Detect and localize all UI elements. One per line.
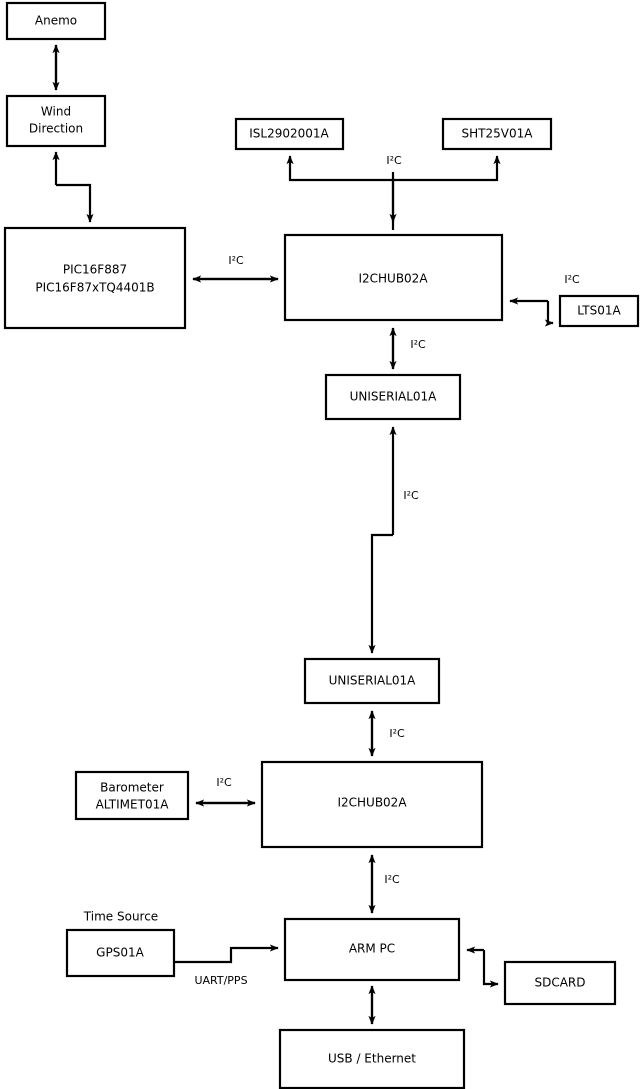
node-uniserial01a-bottom-label: UNISERIAL01A: [329, 674, 417, 688]
node-barometer-label-line1: Barometer: [100, 781, 164, 795]
edge-label-i2c-pic-hub: I²C: [228, 254, 244, 267]
node-isl2902001a[interactable]: ISL2902001A: [234, 117, 345, 151]
node-wind-direction-label-line2: Direction: [29, 122, 83, 136]
edge-label-uart-pps-gps-armpc: UART/PPS: [194, 974, 247, 987]
edge-labels-layer: I²C I²C I²C I²C I²C I²C I²C I²C UART/PPS: [194, 154, 580, 987]
node-lts01a-label: LTS01A: [577, 304, 621, 318]
node-pic16f887-label-line2: PIC16F87xTQ4401B: [35, 281, 154, 295]
edge-label-i2c-hub-lts: I²C: [564, 273, 580, 286]
edge-hub-top-lts: [509, 297, 554, 327]
edge-label-i2c-uniserial-hub2: I²C: [389, 727, 405, 740]
edge-label-i2c-hub-uniserial: I²C: [410, 338, 426, 351]
node-gps01a-label: GPS01A: [96, 946, 144, 960]
node-anemo[interactable]: Anemo: [5, 1, 107, 41]
node-lts01a[interactable]: LTS01A: [558, 294, 640, 328]
label-time-source: Time Source: [83, 910, 158, 924]
node-wind-direction[interactable]: Wind Direction: [5, 94, 107, 148]
edge-hub-top-sensors: [286, 155, 501, 230]
edge-label-i2c-hub-top-sensors: I²C: [386, 154, 402, 167]
node-anemo-label: Anemo: [35, 14, 77, 28]
edge-armpc-sdcard: [466, 946, 499, 988]
node-uniserial01a-bottom[interactable]: UNISERIAL01A: [303, 657, 441, 705]
node-uniserial01a-top[interactable]: UNISERIAL01A: [324, 373, 462, 421]
edge-gps-armpc: [174, 944, 279, 964]
node-i2chub02a-bottom-label: I2CHUB02A: [337, 796, 407, 810]
node-sht25v01a[interactable]: SHT25V01A: [441, 117, 553, 151]
edge-label-i2c-uniserial-link: I²C: [403, 489, 419, 502]
node-pic16f887-label-line1: PIC16F887: [63, 263, 127, 277]
free-labels-layer: Time Source: [83, 910, 158, 924]
node-sdcard[interactable]: SDCARD: [503, 960, 617, 1006]
node-arm-pc[interactable]: ARM PC: [283, 917, 461, 982]
nodes-layer: Anemo Wind Direction PIC16F887 PIC16F87x…: [3, 1, 640, 1089]
node-uniserial01a-top-label: UNISERIAL01A: [350, 390, 438, 404]
node-i2chub02a-top[interactable]: I2CHUB02A: [283, 233, 504, 322]
node-isl2902001a-label: ISL2902001A: [249, 127, 329, 141]
edge-uniserial-link: [368, 426, 397, 654]
node-usb-ethernet-label: USB / Ethernet: [328, 1052, 416, 1066]
edge-wind-direction-pic: [52, 151, 94, 223]
node-wind-direction-label-line1: Wind: [41, 105, 71, 119]
node-sdcard-label: SDCARD: [534, 976, 585, 990]
node-gps01a[interactable]: GPS01A: [65, 928, 176, 978]
node-barometer-label-line2: ALTIMET01A: [96, 798, 170, 812]
edges-layer: [52, 44, 554, 1025]
edge-label-i2c-hub2-armpc: I²C: [384, 873, 400, 886]
node-usb-ethernet[interactable]: USB / Ethernet: [278, 1028, 466, 1089]
edge-label-i2c-barometer-hub2: I²C: [216, 776, 232, 789]
node-barometer-altimet01a[interactable]: Barometer ALTIMET01A: [74, 770, 190, 821]
node-arm-pc-label: ARM PC: [349, 942, 395, 956]
node-i2chub02a-bottom[interactable]: I2CHUB02A: [260, 760, 484, 849]
node-sht25v01a-label: SHT25V01A: [462, 127, 534, 141]
node-pic16f887[interactable]: PIC16F887 PIC16F87xTQ4401B: [3, 226, 187, 330]
node-i2chub02a-top-label: I2CHUB02A: [358, 272, 428, 286]
